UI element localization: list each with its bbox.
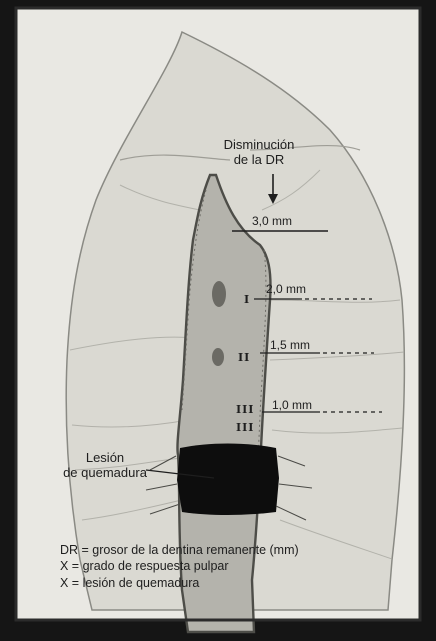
legend-line-burn: X = lesión de quemadura	[60, 575, 299, 591]
annotation-line-1: Disminución	[224, 137, 295, 152]
burn-lesion	[177, 444, 279, 516]
measurement-label-1-5mm: 1,5 mm	[270, 339, 310, 353]
burn-lesion-label: Lesión de quemadura	[60, 451, 150, 481]
response-mark-2: II	[238, 351, 250, 364]
measurement-label-2mm: 2,0 mm	[266, 283, 306, 297]
pulp-inclusion	[212, 281, 226, 307]
legend-line-dr: DR = grosor de la dentina remanente (mm)	[60, 542, 299, 558]
response-mark-3a: III	[236, 403, 254, 416]
measurement-label-1mm: 1,0 mm	[272, 399, 312, 413]
figure-legend: DR = grosor de la dentina remanente (mm)…	[60, 542, 299, 591]
measurement-label-3mm: 3,0 mm	[252, 215, 292, 229]
response-mark-1: I	[244, 293, 249, 306]
annotation-line-2: de la DR	[234, 152, 285, 167]
pulp-inclusion	[212, 348, 224, 366]
dr-decrease-annotation: Disminución de la DR	[211, 138, 307, 168]
legend-line-pulp-response: X = grado de respuesta pulpar	[60, 558, 299, 574]
burn-label-line-1: Lesión	[86, 450, 124, 465]
burn-label-line-2: de quemadura	[63, 465, 147, 480]
response-mark-3b: III	[236, 421, 254, 434]
